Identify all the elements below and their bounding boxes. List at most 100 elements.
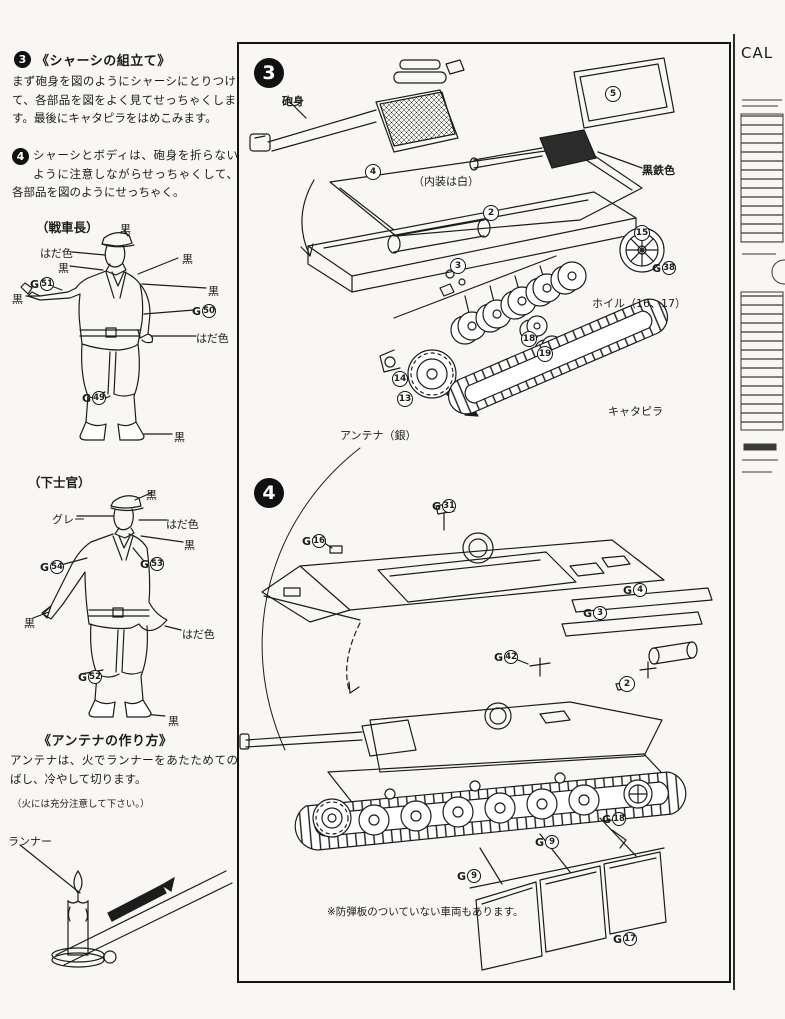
g-prefix: G [602,812,612,826]
skirt-plate [539,865,607,953]
gun-barrel [267,109,377,152]
commander-left-boot [79,421,107,441]
paint-callout: 黒 [120,223,131,236]
running-gear [312,772,653,838]
arrowhead [160,876,175,892]
antenna-caution: （火には充分注意して下さい。） [12,799,150,810]
g-prefix: G [623,583,633,597]
step3-body: まず砲身を図のようにシャーシにとりつけて、各部品を図をよく見てせっちゃくします。… [12,74,236,126]
suspension-beam [393,255,557,319]
hull-panel-part5 [573,57,675,129]
interior-white-label: （内装は白） [413,175,479,188]
paint-callout: 黒 [146,489,157,502]
paint-callout: 黒 [24,617,35,630]
paint-callout: はだ色 [40,247,73,260]
g-number: 42 [504,650,519,664]
transmission-black-part [539,129,597,169]
g-prefix: G [583,606,593,620]
armor-plate-note: ※防弾板のついていない車両もあります。 [327,906,524,918]
g-prefix: G [457,869,467,883]
g-number: 9 [467,869,482,883]
edge-caption-text: CAL [741,44,774,62]
road-wheels [450,261,587,345]
g-prefix: G [40,560,50,574]
track-label: キャタピラ [608,405,663,418]
nco-left-boot [88,699,116,718]
paint-callout: はだ色 [196,332,229,345]
commander-jacket [27,270,144,351]
g-number: 16 [312,534,327,548]
upper-hull-plate [329,145,643,237]
candle [67,899,89,956]
diagram-frame [237,42,731,983]
placement-arrow [301,179,315,257]
g-prefix: G [613,932,623,946]
antenna-wire [261,447,361,751]
gun-mantlet [375,89,459,153]
g-number: 54 [50,560,65,574]
commander-trousers [81,343,140,423]
commander-head [104,244,126,268]
paint-callout: 黒 [168,715,179,728]
nco-trousers [90,623,148,701]
cupola [462,532,494,564]
g-number: 9 [545,835,560,849]
g-number: 3 [593,606,608,620]
step4-body: シャーシとボディは、砲身を折らないように注意しながらせっちゃくして、各部品を図の… [12,148,238,200]
antenna-title: 《アンテナの作り方》 [38,734,173,749]
g-prefix: G [432,499,442,513]
part-number-15: 15 [634,225,650,241]
antenna-body: アンテナは、火でランナーをあたためてのばし、冷やして切ります。 [10,753,238,786]
skirt-struts [479,817,637,885]
g-number: 50 [202,304,217,318]
adjacent-page-partial-drawing [740,99,785,473]
gun-barrel-assembled [245,731,363,748]
part-number-4: 4 [365,164,381,180]
paint-callout: 黒 [184,539,195,552]
muzzle-brake [249,133,271,152]
g-prefix: G [78,670,88,684]
g-prefix: G [30,277,40,291]
diagram3-step-badge: 3 [254,58,284,88]
step3-number-badge: 3 [14,51,31,68]
page-edge-divider [733,34,735,990]
commander-cap [101,232,133,247]
nco-cap [110,495,142,509]
black-iron-label: 黒鉄色 [642,164,675,177]
paint-callout: 黒 [182,253,193,266]
commander-right-boot [117,421,145,441]
step3-title: 《シャーシの組立て》 [36,54,171,69]
nco-right-boot [124,699,152,718]
antenna-silver-label: アンテナ（銀） [340,429,417,442]
g-prefix: G [535,835,545,849]
g-number: 49 [92,391,107,405]
nco-head [113,508,134,531]
commander-title: （戦車長） [36,220,99,235]
step4-number-badge: 4 [12,148,29,165]
g-prefix: G [140,557,150,571]
paint-callout: 黒 [174,431,185,444]
diagram4-step-badge: 4 [254,478,284,508]
g-number: 52 [88,670,103,684]
part-number-3: 3 [450,258,466,274]
heated-runner [107,884,167,922]
g-number: 31 [442,499,457,513]
part-number-2: 2 [483,205,499,221]
g-prefix: G [302,534,312,548]
paint-callout: 黒 [58,262,69,275]
skirt-plate [475,881,543,971]
nco-figure-drawing [32,491,184,718]
g-prefix: G [192,304,202,318]
g-number: 17 [623,932,638,946]
step3-heading: 3 《シャーシの組立て》 [14,50,171,69]
part-number-5: 5 [605,86,621,102]
